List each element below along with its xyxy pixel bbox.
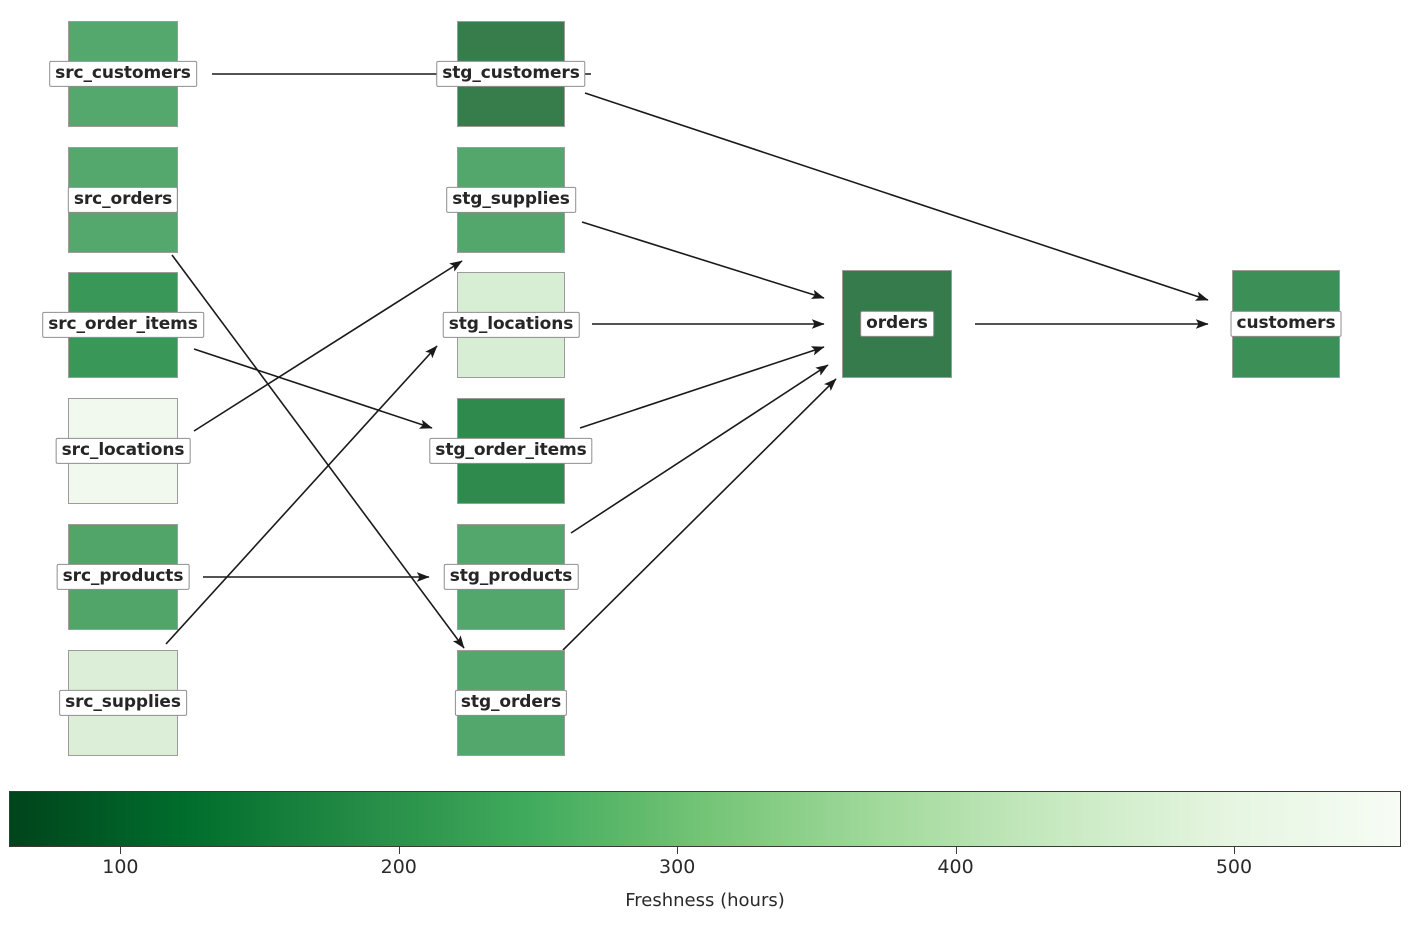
- edge-stg_products-orders: [570, 364, 829, 534]
- node-label-src_supplies: src_supplies: [59, 689, 187, 717]
- node-label-stg_customers: stg_customers: [436, 60, 586, 88]
- node-label-src_orders: src_orders: [67, 186, 179, 214]
- node-label-stg_order_items: stg_order_items: [429, 437, 593, 465]
- edge-stg_order_items-orders: [579, 346, 825, 429]
- edge-stg_orders-orders: [562, 378, 837, 651]
- node-label-stg_locations: stg_locations: [442, 311, 580, 339]
- edge-src_supplies-stg_locations: [165, 345, 438, 645]
- node-label-customers: customers: [1230, 310, 1342, 338]
- node-label-src_locations: src_locations: [55, 437, 191, 465]
- colorbar-axis-label: Freshness (hours): [625, 890, 785, 911]
- colorbar-tick-label-400: 400: [937, 856, 974, 878]
- colorbar-tick-400: [955, 847, 957, 854]
- node-label-src_products: src_products: [56, 563, 190, 591]
- colorbar-tick-500: [1233, 847, 1235, 854]
- colorbar-tick-200: [398, 847, 400, 854]
- edge-src_order_items-stg_order_items: [193, 348, 433, 429]
- colorbar-tick-label-300: 300: [659, 856, 696, 878]
- node-label-stg_supplies: stg_supplies: [446, 186, 576, 214]
- node-label-stg_products: stg_products: [443, 563, 579, 591]
- colorbar-tick-300: [677, 847, 679, 854]
- edge-src_locations-stg_locations: [193, 260, 463, 432]
- colorbar-tick-100: [120, 847, 122, 854]
- edge-stg_supplies-orders: [581, 221, 825, 299]
- node-label-stg_orders: stg_orders: [454, 689, 568, 717]
- edge-layer: [165, 73, 1209, 651]
- edge-stg_customers-customers: [584, 92, 1209, 301]
- node-label-orders: orders: [860, 310, 934, 338]
- edge-src_orders-stg_orders: [171, 254, 465, 649]
- node-label-src_customers: src_customers: [49, 60, 197, 88]
- colorbar-tick-label-500: 500: [1215, 856, 1253, 878]
- colorbar-area: 100 200 300 400 500 Freshness (hours): [0, 780, 1410, 926]
- colorbar-gradient[interactable]: [9, 791, 1401, 847]
- node-label-src_order_items: src_order_items: [42, 311, 204, 339]
- colorbar-tick-label-200: 200: [380, 856, 417, 878]
- colorbar-tick-label-100: 100: [102, 856, 139, 878]
